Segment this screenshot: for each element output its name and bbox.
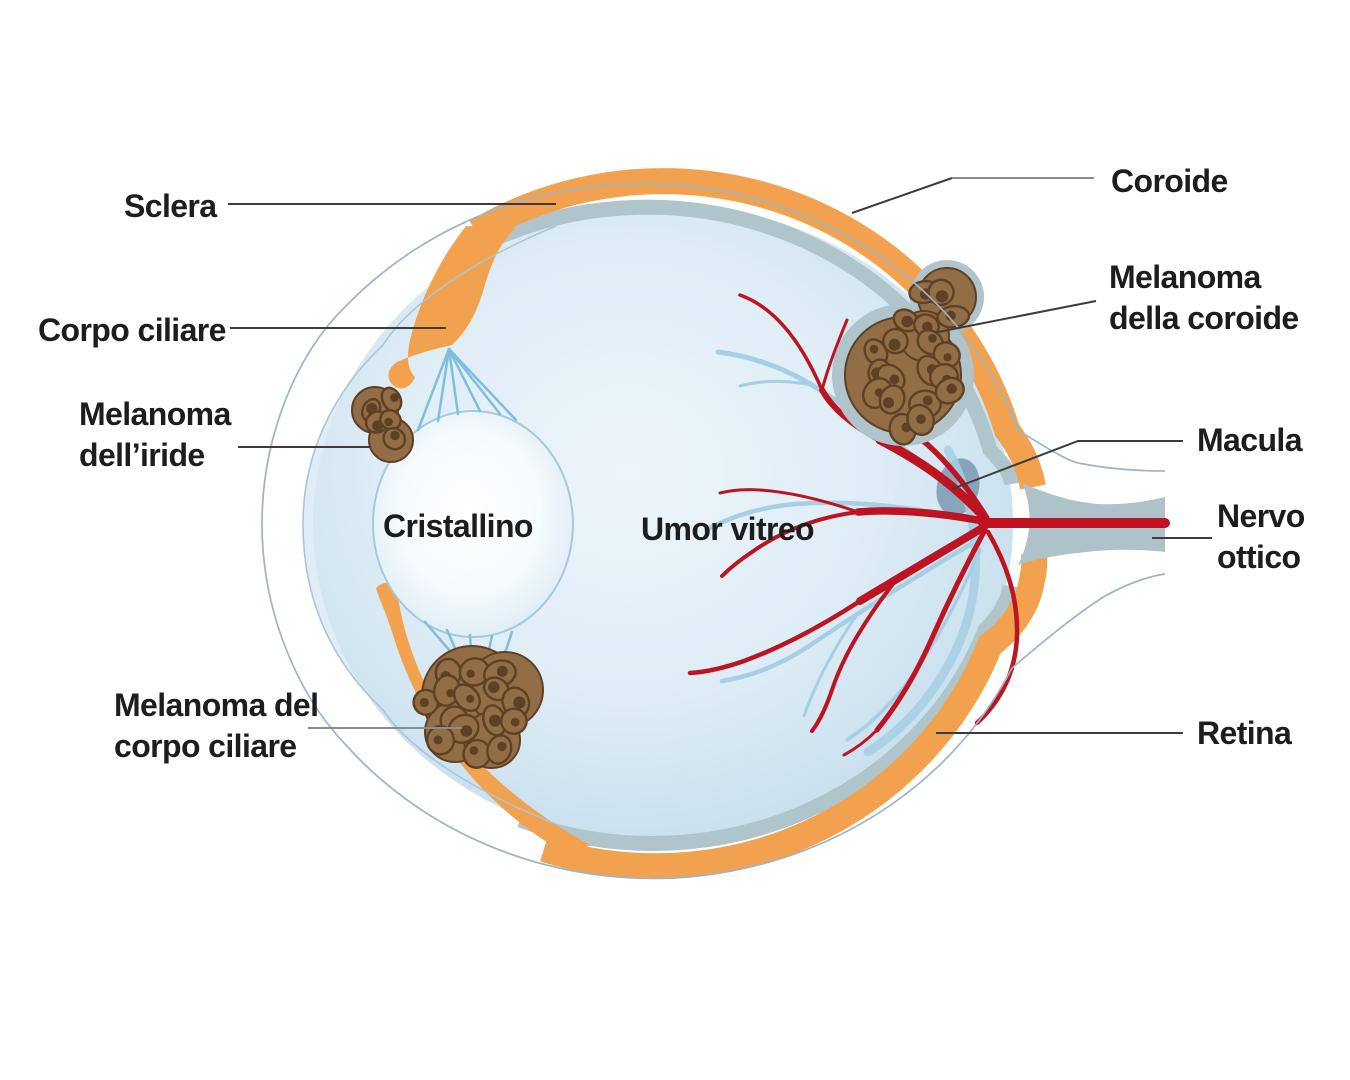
nerve-sheath-top-line <box>1017 429 1166 472</box>
macula-leader-line <box>951 440 1183 490</box>
globe-outline <box>261 182 1019 880</box>
label-melanoma-iride: Melanoma dell’iride <box>79 396 231 473</box>
melanoma-cells <box>361 386 407 451</box>
label-umor-vitreo: Umor vitreo <box>641 511 815 547</box>
melanoma-coroide-leader-line <box>937 300 1097 333</box>
label-macula: Macula <box>1197 422 1302 458</box>
ciliary-body <box>376 226 590 851</box>
retina-layer <box>488 199 1020 851</box>
label-melanoma-corpo-ciliare: Melanoma del corpo ciliare <box>114 687 319 764</box>
label-sclera: Sclera <box>124 188 217 224</box>
nerve-sheath-bottom-line <box>1011 573 1166 669</box>
sclera-outline <box>261 182 1166 880</box>
iris-melanoma <box>351 386 414 463</box>
coroide-leader-line-diagonal <box>851 177 953 214</box>
label-cristallino: Cristallino <box>383 508 533 544</box>
label-nervo-ottico: Nervo ottico <box>1217 498 1305 575</box>
label-retina: Retina <box>1197 715 1292 751</box>
choroid-layer <box>469 168 1048 880</box>
label-coroide: Coroide <box>1111 163 1228 199</box>
leader-lines <box>228 177 1212 734</box>
cornea-inner-line <box>302 225 557 825</box>
label-melanoma-coroide: Melanoma della coroide <box>1109 259 1299 336</box>
lens <box>372 410 574 638</box>
label-corpo-ciliare: Corpo ciliare <box>38 312 226 348</box>
melanoma-cells <box>412 657 531 769</box>
ciliary-body-melanoma <box>412 645 544 769</box>
